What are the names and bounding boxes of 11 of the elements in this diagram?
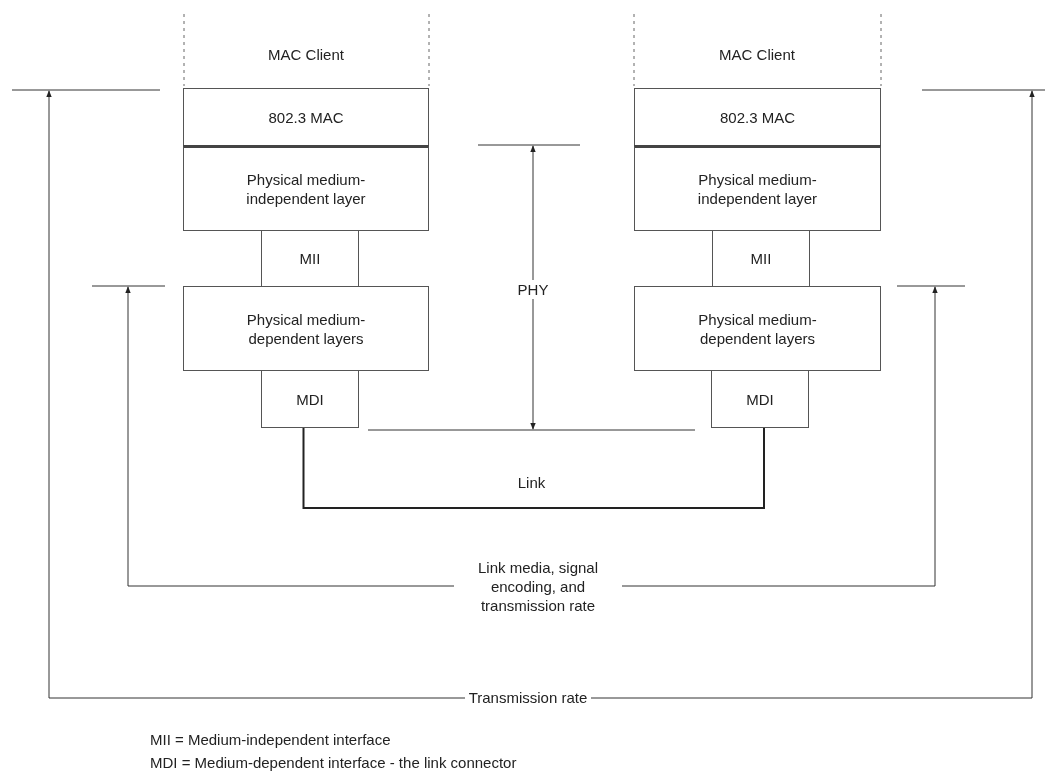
- layer-box: Physical medium-independent layer: [183, 145, 429, 231]
- connector-box: MDI: [261, 370, 359, 428]
- layer-box: Physical medium-independent layer: [634, 145, 881, 231]
- interface-box: MII: [712, 230, 810, 287]
- mac-layer-box: 802.3 MAC: [183, 88, 429, 146]
- mac-layer-box: 802.3 MAC: [634, 88, 881, 146]
- layer-box: Physical medium-dependent layers: [183, 286, 429, 371]
- link-line: [302, 427, 765, 509]
- layer-box: Physical medium-dependent layers: [634, 286, 881, 371]
- interface-box: MII: [261, 230, 359, 287]
- connector-box: MDI: [711, 370, 809, 428]
